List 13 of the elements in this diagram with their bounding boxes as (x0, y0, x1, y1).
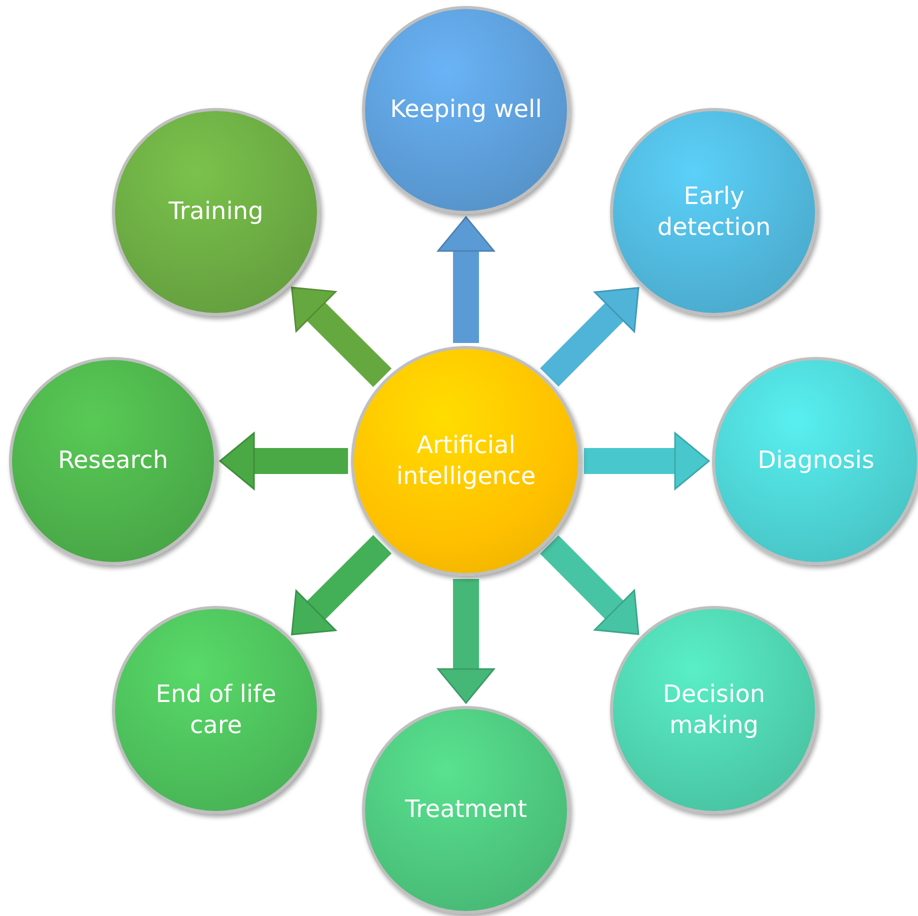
node-label: Research (58, 445, 168, 476)
node-label: Training (168, 196, 264, 228)
node-label: Artificial intelligence (395, 430, 537, 492)
node-label: Decision making (662, 678, 766, 741)
node-label: Keeping well (390, 94, 542, 126)
node-label: Diagnosis (758, 445, 874, 476)
node-label: End of life care (154, 678, 278, 741)
node-label: Early detection (656, 180, 772, 243)
node-label: Treatment (404, 794, 528, 826)
block-arrow (437, 216, 495, 343)
block-arrow (437, 579, 495, 704)
block-arrow (219, 432, 348, 490)
block-arrow (584, 432, 710, 490)
